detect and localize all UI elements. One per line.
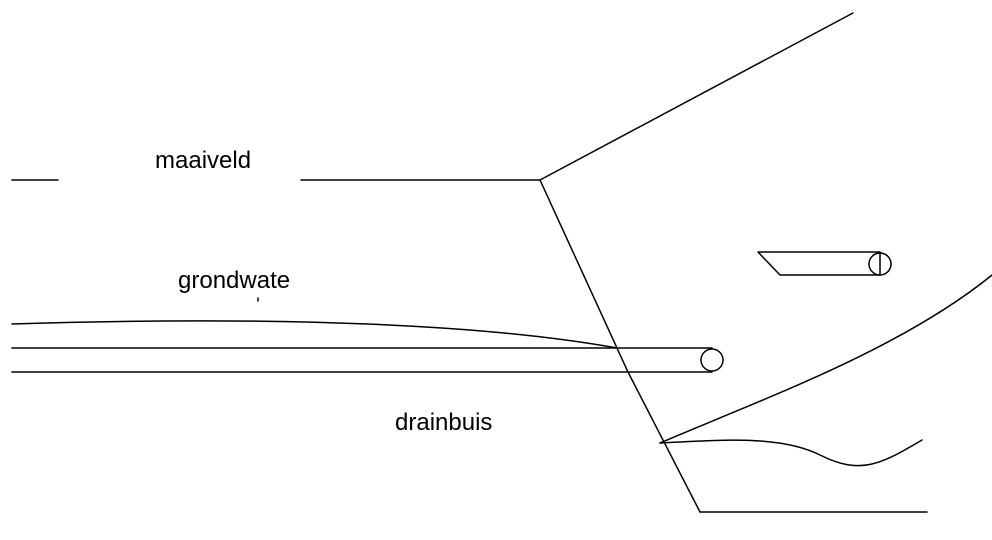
maaiveld-label: maaiveld: [155, 147, 251, 174]
embankment-slope-line: [539, 12, 854, 181]
small-pipe-body: [757, 251, 881, 276]
small-pipe-end-circle: [868, 252, 892, 276]
perspective-curve-lower: [659, 439, 923, 467]
section-cut-line-upper: [539, 179, 629, 373]
groundwater-label: grondwate: [178, 267, 290, 294]
perspective-curve-upper: [659, 274, 992, 444]
groundwater-level-curve: [11, 320, 618, 349]
drainbuis-label: drainbuis: [395, 409, 492, 436]
drain-pipe-end-circle: [700, 348, 724, 372]
